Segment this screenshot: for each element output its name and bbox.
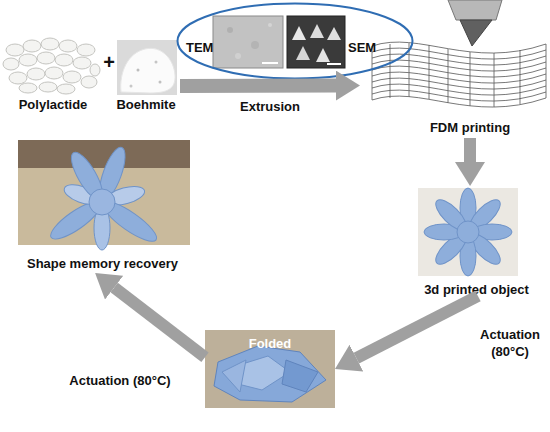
powder-photo — [117, 40, 177, 95]
pellet — [19, 83, 37, 93]
pellet — [77, 44, 95, 56]
photo-background — [205, 330, 335, 408]
pellet — [63, 71, 81, 83]
micrograph-grain — [251, 41, 259, 49]
micrograph-grain — [235, 53, 241, 59]
printer-nozzle — [448, 0, 502, 46]
photo-background — [418, 188, 518, 276]
node-label: Folded — [205, 336, 335, 351]
mesh-line — [470, 52, 471, 106]
arrow-label: Extrusion — [225, 98, 315, 115]
pellet — [37, 52, 55, 64]
powder-pile — [121, 48, 175, 93]
pellet — [23, 40, 41, 52]
pellet — [90, 64, 100, 76]
sem-pyramid — [310, 24, 324, 38]
node-label: SEM — [348, 40, 384, 55]
mesh-line — [390, 44, 391, 98]
plus-sign: + — [100, 52, 118, 72]
scale-bar — [327, 63, 341, 65]
folded-photo — [205, 330, 335, 408]
micrograph-grain — [268, 23, 272, 27]
pellet — [59, 40, 77, 52]
pellets-photo — [3, 38, 100, 94]
pellet — [81, 76, 97, 88]
process-arrow — [180, 79, 336, 93]
folded-piece — [214, 346, 326, 402]
mesh-line — [448, 49, 449, 103]
sem-pyramid — [292, 26, 306, 40]
recovery-photo — [18, 140, 190, 250]
pellet — [45, 67, 63, 79]
photo-background — [18, 140, 190, 168]
highlight-ellipse: TEM SEM — [176, 2, 414, 80]
nozzle-body — [448, 0, 502, 20]
pellet — [27, 68, 45, 80]
powder-speck — [130, 85, 133, 88]
micrograph-grain — [227, 27, 233, 33]
tem-micrograph — [213, 16, 283, 68]
image-panel: Polylactide — [3, 38, 103, 114]
image-panel: FDM printing — [360, 0, 548, 138]
flower-center — [89, 189, 115, 215]
node-label: Polylactide — [3, 97, 103, 112]
ellipse-outline — [178, 4, 413, 79]
pellet — [57, 84, 75, 94]
image-panel: Folded — [205, 330, 335, 408]
node-label: Boehmite — [108, 97, 184, 112]
image-panel: 3d printed object — [405, 186, 548, 296]
nozzle-cone — [460, 20, 492, 46]
scale-bar — [262, 62, 278, 64]
folded-piece — [282, 360, 318, 392]
pellet — [41, 38, 59, 50]
sem-micrograph — [287, 16, 345, 68]
process-arrow — [464, 138, 476, 162]
process-arrow — [356, 296, 478, 358]
pellet — [55, 54, 73, 66]
mesh-line — [520, 50, 521, 104]
pellet — [19, 54, 37, 66]
pellet — [3, 58, 19, 70]
node-label: FDM printing — [410, 120, 530, 135]
node-label: Shape memory recovery — [10, 256, 195, 271]
mesh-line — [429, 45, 430, 99]
powder-speck — [159, 81, 162, 84]
mesh-line — [546, 44, 547, 98]
micrograph-frame — [213, 16, 283, 68]
node-label: TEM — [186, 40, 222, 55]
flower-center — [457, 221, 479, 243]
sem-pyramid — [316, 48, 330, 62]
node-label: 3d printed object — [405, 282, 548, 297]
pellet — [73, 57, 91, 69]
image-panel: Boehmite — [112, 38, 180, 114]
image-panel: Shape memory recovery — [10, 138, 195, 273]
arrow-label: Actuation (80°C) — [35, 372, 205, 389]
micrograph-frame — [287, 16, 345, 68]
pellet — [6, 44, 24, 56]
sem-pyramid — [327, 27, 341, 40]
folded-piece — [222, 360, 246, 392]
photo-background — [117, 40, 177, 95]
process-arrow — [114, 288, 205, 358]
mesh-line — [494, 53, 495, 107]
powder-speck — [155, 61, 158, 64]
pellet — [9, 72, 27, 84]
pellet — [39, 82, 57, 92]
powder-speck — [137, 69, 140, 72]
printed-object-photo — [418, 188, 518, 276]
sem-pyramid — [296, 46, 310, 60]
print-surface — [372, 42, 546, 107]
arrow-label: Actuation (80°C) — [470, 326, 550, 360]
